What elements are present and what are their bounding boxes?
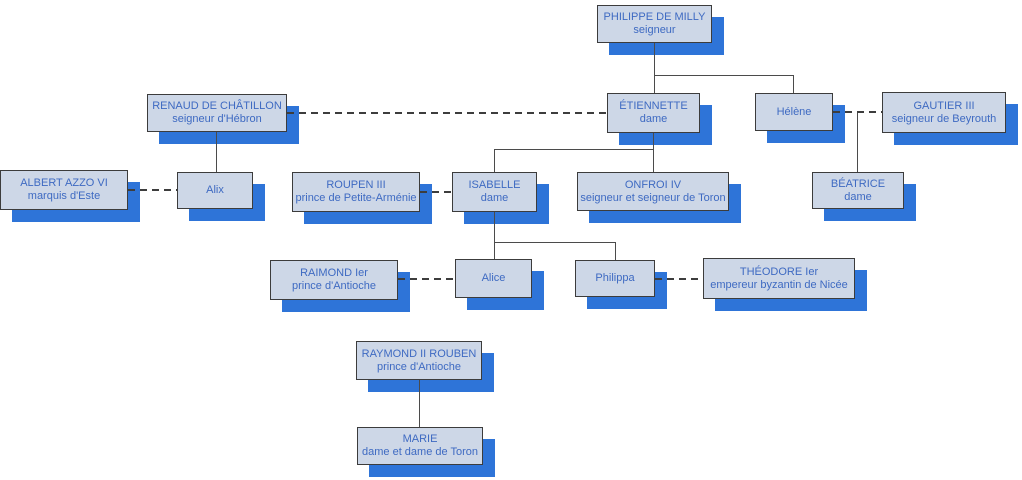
person-title: dame [844,190,872,203]
person-box-gautier-iii[interactable]: GAUTIER III seigneur de Beyrouth [882,92,1006,133]
person-name: MARIE [402,433,438,445]
person-box-marie[interactable]: MARIE dame et dame de Toron [357,427,483,465]
marriage-line-philippa-theodore [655,278,703,280]
person-name: Hélène [776,105,812,118]
descent-bar-philippe-children [654,75,793,76]
person-name: Philippa [595,272,635,284]
descent-line-to-isabelle [494,149,495,172]
person-box-renaud-de-chatillon[interactable]: RENAUD DE CHÂTILLON seigneur d'Hébron [147,94,287,132]
person-title: prince de Petite-Arménie [295,192,417,204]
person-name: RENAUD DE CHÂTILLON [152,100,282,112]
person-name: RAIMOND Ier [300,267,368,279]
marriage-line-albert-alix [128,189,177,191]
descent-line-isabelle-down [494,212,495,259]
descent-line-to-helene [793,75,794,93]
person-box-alix[interactable]: Alix [177,172,253,209]
descent-line-raymond2-marie [419,380,420,427]
person-title: dame [480,192,509,204]
person-name: ONFROI IV [624,178,682,191]
person-box-philippa[interactable]: Philippa [575,260,655,297]
person-box-helene[interactable]: Hélène [755,93,833,131]
person-name: THÉODORE Ier [739,265,819,278]
person-title: seigneur [633,24,676,36]
person-box-raymond-ii-rouben[interactable]: RAYMOND II ROUBEN prince d'Antioche [356,341,482,380]
descent-line-to-beatrice [857,112,858,172]
person-box-raimond-ier[interactable]: RAIMOND Ier prince d'Antioche [270,260,398,300]
person-box-etiennette[interactable]: ÉTIENNETTE dame [607,93,700,133]
person-name: ROUPEN III [326,179,386,191]
person-name: Alix [206,184,224,196]
marriage-line-renaud-etiennette [287,112,607,114]
person-name: RAYMOND II ROUBEN [361,347,477,360]
person-title: seigneur de Beyrouth [891,112,997,125]
marriage-line-raimond-alice [398,278,455,280]
person-name: ÉTIENNETTE [619,100,688,112]
descent-line-etiennette-down [653,133,654,172]
person-box-isabelle[interactable]: ISABELLE dame [452,172,537,212]
person-name: PHILIPPE DE MILLY [603,11,706,23]
person-box-albert-azzo-vi[interactable]: ALBERT AZZO VI marquis d'Este [0,170,128,210]
person-title: dame et dame de Toron [362,446,478,458]
marriage-line-roupen-isabelle [420,191,452,193]
person-title: seigneur d'Hébron [172,113,262,125]
person-title: empereur byzantin de Nicée [710,278,848,291]
person-name: ISABELLE [468,179,521,191]
person-title: prince d'Antioche [376,360,462,373]
person-title: dame [639,113,668,125]
person-name: BÉATRICE [830,177,886,190]
descent-bar-etiennette-children [494,149,653,150]
person-box-beatrice[interactable]: BÉATRICE dame [812,172,904,209]
descent-bar-isabelle-children [494,242,615,243]
person-title: marquis d'Este [27,190,101,202]
person-name: Alice [481,272,506,284]
person-box-onfroi-iv[interactable]: ONFROI IV seigneur et seigneur de Toron [577,172,729,211]
person-title: prince d'Antioche [291,280,377,292]
person-name: ALBERT AZZO VI [20,177,108,189]
descent-line-philippe-down [654,43,655,93]
descent-line-renaud-alix [216,132,217,172]
person-box-roupen-iii[interactable]: ROUPEN III prince de Petite-Arménie [292,172,420,212]
descent-line-to-philippa [615,242,616,260]
person-box-alice[interactable]: Alice [455,259,532,298]
person-box-theodore-ier[interactable]: THÉODORE Ier empereur byzantin de Nicée [703,258,855,299]
person-name: GAUTIER III [913,99,975,112]
person-box-philippe-de-milly[interactable]: PHILIPPE DE MILLY seigneur [597,5,712,43]
person-title: seigneur et seigneur de Toron [580,191,726,204]
marriage-line-helene-gautier [833,111,882,113]
